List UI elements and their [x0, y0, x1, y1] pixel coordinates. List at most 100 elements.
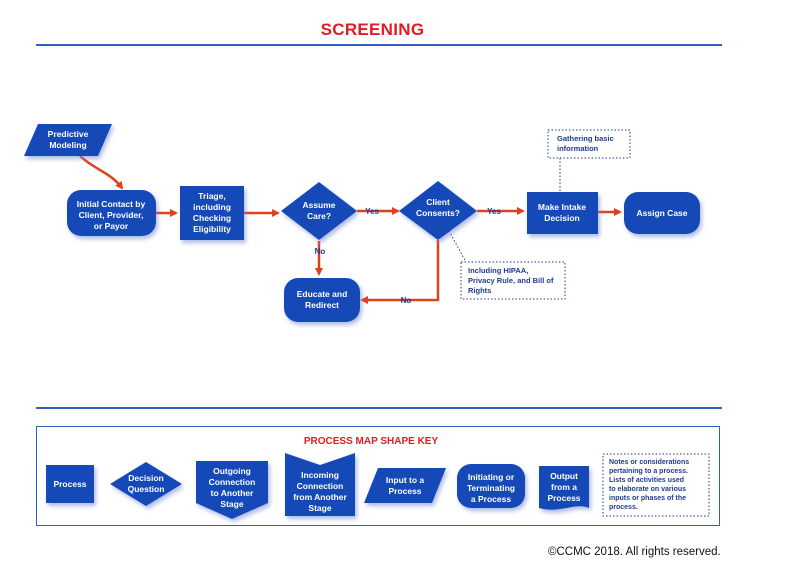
svg-text:Stage: Stage — [220, 499, 243, 509]
key-terminator-line3: a Process — [471, 494, 511, 504]
educate-line2: Redirect — [305, 300, 339, 310]
make-intake-process — [527, 192, 598, 234]
svg-text:Input to a: Input to a — [386, 475, 425, 485]
predictive-label-line2: Modeling — [49, 140, 86, 150]
key-terminator-shape — [457, 464, 525, 508]
svg-text:Gathering basic: Gathering basic — [557, 134, 614, 143]
svg-text:Outgoing: Outgoing — [213, 466, 251, 476]
middle-divider — [36, 407, 722, 409]
top-divider — [36, 44, 722, 46]
key-incoming-line1: Incoming — [301, 470, 339, 480]
initial-contact-terminator — [67, 190, 156, 236]
key-input-line1: Input to a — [386, 475, 425, 485]
key-decision-line1: Decision — [128, 473, 163, 483]
initial-contact-line3: or Payor — [94, 221, 129, 231]
triage-line4: Eligibility — [193, 224, 231, 234]
initial-contact-line2: Client, Provider, — [79, 210, 144, 220]
client-consents-decision — [399, 181, 477, 240]
key-notes-line4: to elaborate on various — [609, 486, 686, 493]
triage-line2: including — [193, 202, 231, 212]
triage-line3: Checking — [193, 213, 231, 223]
svg-text:to Another: to Another — [211, 488, 254, 498]
svg-text:Triage,: Triage, — [198, 191, 225, 201]
svg-text:Rights: Rights — [468, 286, 491, 295]
svg-text:Process: Process — [388, 486, 421, 496]
svg-text:Initial Contact by: Initial Contact by — [77, 199, 146, 209]
yes-label-consents: Yes — [487, 207, 501, 216]
key-output-shape — [539, 466, 589, 510]
key-output-line1: Output — [550, 471, 578, 481]
svg-text:Eligibility: Eligibility — [193, 224, 231, 234]
svg-text:including: including — [193, 202, 231, 212]
svg-text:Redirect: Redirect — [305, 300, 339, 310]
note-hipaa-box — [460, 261, 566, 300]
triage-process — [180, 186, 244, 240]
svg-text:Including HIPAA,: Including HIPAA, — [468, 266, 528, 275]
arrow-predictive-to-contact — [79, 155, 124, 190]
key-outgoing-shape — [196, 461, 268, 519]
svg-text:a Process: a Process — [471, 494, 511, 504]
triage-line1: Triage, — [198, 191, 225, 201]
assume-care-line1: Assume — [302, 200, 335, 210]
assign-case-terminator — [624, 192, 700, 234]
no-label-consents: No — [401, 296, 412, 305]
assume-care-line2: Care? — [307, 211, 331, 221]
key-input-shape — [364, 468, 446, 503]
predictive-modeling-input — [24, 124, 112, 156]
note-hipaa-line1: Including HIPAA, — [468, 266, 528, 275]
svg-text:to elaborate on various: to elaborate on various — [609, 486, 686, 493]
svg-text:Predictive: Predictive — [48, 129, 89, 139]
page-title: SCREENING — [320, 20, 425, 39]
svg-text:process.: process. — [609, 504, 638, 511]
svg-text:Incoming: Incoming — [301, 470, 339, 480]
key-incoming-line2: Connection — [297, 481, 344, 491]
svg-text:Terminating: Terminating — [467, 483, 515, 493]
educate-line1: Educate and — [297, 289, 348, 299]
no-label-assume: No — [315, 247, 326, 256]
key-incoming-line3: from Another — [293, 492, 347, 502]
yes-label-assume: Yes — [365, 207, 379, 216]
key-incoming-line4: Stage — [308, 503, 331, 513]
make-intake-line1: Make Intake — [538, 202, 586, 212]
predictive-label-line1: Predictive — [48, 129, 89, 139]
key-outgoing-line3: to Another — [211, 488, 254, 498]
shape-key-title: PROCESS MAP SHAPE KEY — [303, 436, 439, 447]
copyright-notice: ©CCMC 2018. All rights reserved. — [548, 546, 721, 558]
svg-text:information: information — [557, 144, 599, 153]
educate-redirect-terminator — [284, 278, 360, 322]
key-notes-line6: process. — [609, 504, 638, 511]
key-process-shape — [46, 465, 94, 503]
key-incoming-shape — [285, 453, 355, 516]
svg-text:Process: Process — [547, 493, 580, 503]
note-connector-hipaa — [448, 230, 467, 263]
assign-case-label: Assign Case — [636, 208, 687, 218]
svg-text:Educate and: Educate and — [297, 289, 348, 299]
svg-text:from Another: from Another — [293, 492, 347, 502]
key-outgoing-line2: Connection — [209, 477, 256, 487]
key-input-line2: Process — [388, 486, 421, 496]
svg-text:Client: Client — [426, 197, 450, 207]
svg-text:Question: Question — [128, 484, 165, 494]
svg-text:or Payor: or Payor — [94, 221, 129, 231]
svg-text:Output: Output — [550, 471, 578, 481]
key-notes-line5: inputs or phases of the — [609, 495, 686, 502]
key-notes-line1: Notes or considerations — [609, 459, 689, 466]
key-outgoing-line4: Stage — [220, 499, 243, 509]
svg-text:Decision: Decision — [128, 473, 163, 483]
arrow-consents-to-educate — [360, 240, 440, 304]
note-gathering-line1: Gathering basic — [557, 134, 614, 143]
make-intake-line2: Decision — [544, 213, 579, 223]
initial-contact-line1: Initial Contact by — [77, 199, 146, 209]
svg-text:Lists of activities used: Lists of activities used — [609, 477, 684, 484]
svg-text:Notes or considerations: Notes or considerations — [609, 459, 689, 466]
svg-text:Care?: Care? — [307, 211, 331, 221]
key-terminator-line2: Terminating — [467, 483, 515, 493]
note-hipaa-line3: Rights — [468, 286, 491, 295]
svg-text:Make Intake: Make Intake — [538, 202, 586, 212]
svg-text:Initiating or: Initiating or — [468, 472, 515, 482]
svg-text:inputs or phases of the: inputs or phases of the — [609, 495, 686, 502]
shape-key-panel — [36, 426, 720, 526]
note-hipaa-line2: Privacy Rule, and Bill of — [468, 276, 554, 285]
svg-text:Decision: Decision — [544, 213, 579, 223]
